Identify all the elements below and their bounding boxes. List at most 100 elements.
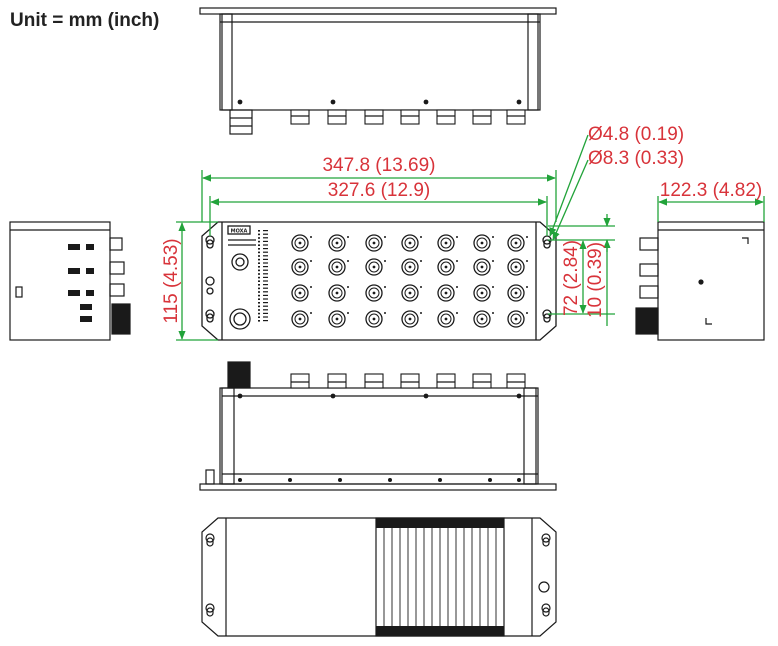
connector-top	[472, 109, 492, 125]
led-label	[263, 316, 268, 318]
top-view	[199, 7, 557, 135]
screw	[330, 99, 336, 105]
led-indicator	[258, 280, 260, 282]
led-indicator	[258, 266, 260, 268]
front-view: MOXA	[201, 221, 557, 341]
screw	[330, 393, 336, 399]
led-indicator	[258, 248, 260, 250]
mounting-hole	[542, 309, 552, 323]
led-indicator	[258, 320, 260, 322]
led-indicator	[258, 273, 260, 275]
mounting-hole	[205, 309, 215, 323]
label-block	[68, 268, 80, 274]
dim-overall-length: 347.8 (13.69)	[322, 155, 435, 176]
dimension-lines	[176, 134, 765, 341]
screw	[238, 478, 242, 482]
m12-port	[365, 284, 386, 302]
connector-bottom	[290, 373, 310, 389]
led-indicator	[258, 251, 260, 254]
led-label	[263, 276, 268, 278]
led-indicator	[258, 269, 260, 272]
connector-top	[290, 109, 310, 125]
led-label	[263, 298, 268, 300]
m12-port	[437, 234, 458, 252]
led-label	[263, 237, 268, 239]
right-side-view	[635, 221, 765, 341]
led-indicator	[258, 244, 260, 246]
m12-port	[401, 310, 422, 328]
led-indicator	[258, 309, 260, 311]
led-label	[263, 284, 268, 286]
led-label	[263, 280, 268, 282]
led-label	[263, 233, 268, 235]
label-block	[80, 304, 92, 310]
led-indicator	[258, 258, 260, 261]
led-label	[263, 230, 268, 232]
m12-port	[473, 234, 494, 252]
m12-port	[328, 234, 349, 252]
left-side-view	[9, 221, 131, 341]
m12-port	[473, 310, 494, 328]
m12-port	[507, 284, 528, 302]
dim-hole-small: Ø4.8 (0.19)	[588, 124, 684, 145]
led-indicator	[258, 298, 260, 300]
led-label	[263, 244, 268, 246]
label-block	[86, 244, 94, 250]
led-label	[263, 291, 268, 293]
m12-port	[437, 258, 458, 276]
led-label	[263, 294, 268, 296]
connector-bottom	[364, 373, 384, 389]
led-indicator	[258, 316, 260, 318]
label-block	[86, 290, 94, 296]
screw	[388, 478, 392, 482]
m12-port	[365, 258, 386, 276]
led-label	[263, 258, 268, 260]
m12-port	[291, 310, 312, 328]
connector-top	[436, 109, 456, 125]
front-logo: MOXA	[231, 229, 248, 235]
m12-port	[473, 258, 494, 276]
dim-height: 115 (4.53)	[161, 238, 182, 323]
led-indicator	[258, 291, 260, 293]
led-label	[263, 269, 268, 271]
label-block	[80, 316, 92, 322]
led-indicator	[258, 287, 260, 290]
led-label	[263, 248, 268, 250]
dim-hole-large: Ø8.3 (0.33)	[588, 148, 684, 169]
m12-port	[328, 284, 349, 302]
dim-depth: 122.3 (4.82)	[660, 180, 762, 201]
m12-port	[437, 310, 458, 328]
led-label	[263, 266, 268, 268]
m12-port	[401, 234, 422, 252]
dim-hole-vertical-spacing: 72 (2.84)	[561, 240, 582, 316]
m12-port	[291, 284, 312, 302]
connector-top	[364, 109, 384, 125]
led-indicator	[258, 294, 260, 297]
led-label	[263, 302, 268, 304]
led-indicator	[258, 240, 260, 243]
led-indicator	[258, 230, 260, 232]
connector-side-view	[199, 361, 557, 491]
connector-top	[327, 109, 347, 125]
led-label	[263, 287, 268, 289]
mounting-hole	[205, 235, 215, 249]
screw	[288, 478, 292, 482]
screw	[516, 393, 522, 399]
m12-port	[291, 258, 312, 276]
mounting-hole	[542, 235, 552, 249]
screw	[438, 478, 442, 482]
led-indicator	[258, 233, 260, 236]
led-label	[263, 309, 268, 311]
label-block	[68, 290, 80, 296]
m12-port	[507, 310, 528, 328]
rear-view	[201, 517, 557, 637]
screw	[517, 478, 521, 482]
led-indicator	[258, 305, 260, 308]
screw	[237, 99, 243, 105]
led-label	[263, 320, 268, 322]
m12-port	[473, 284, 494, 302]
led-indicator	[258, 262, 260, 264]
unit-label: Unit = mm (inch)	[10, 10, 160, 31]
connector-bottom	[327, 373, 347, 389]
dim-mount-hole-spacing: 327.6 (12.9)	[328, 180, 430, 201]
